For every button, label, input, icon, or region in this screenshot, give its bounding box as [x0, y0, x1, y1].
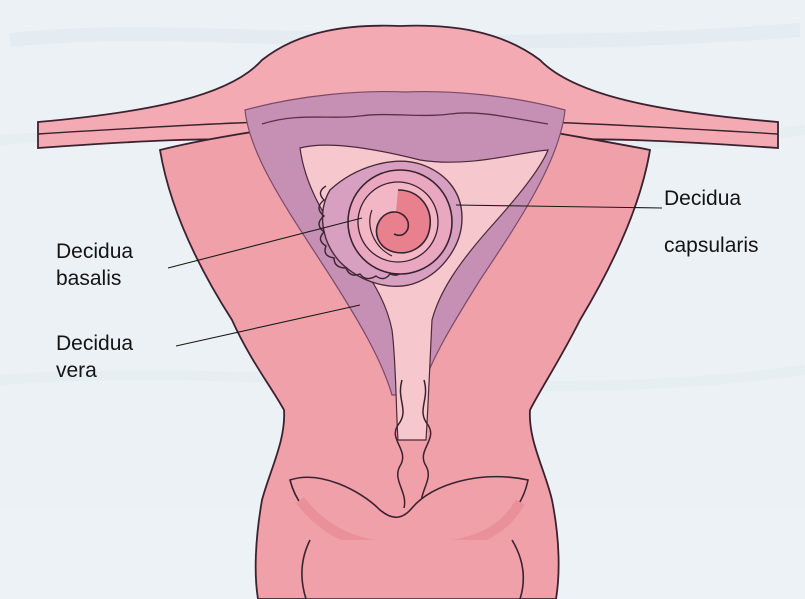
label-basalis-line1: Decidua: [56, 240, 133, 263]
label-vera-line2: vera: [56, 359, 97, 382]
label-basalis-line2: basalis: [56, 267, 121, 290]
embryo-sac: [348, 170, 452, 274]
label-vera-line1: Decidua: [56, 332, 133, 355]
label-capsularis-line2: capsularis: [664, 234, 759, 257]
label-capsularis-line1: Decidua: [664, 187, 741, 210]
